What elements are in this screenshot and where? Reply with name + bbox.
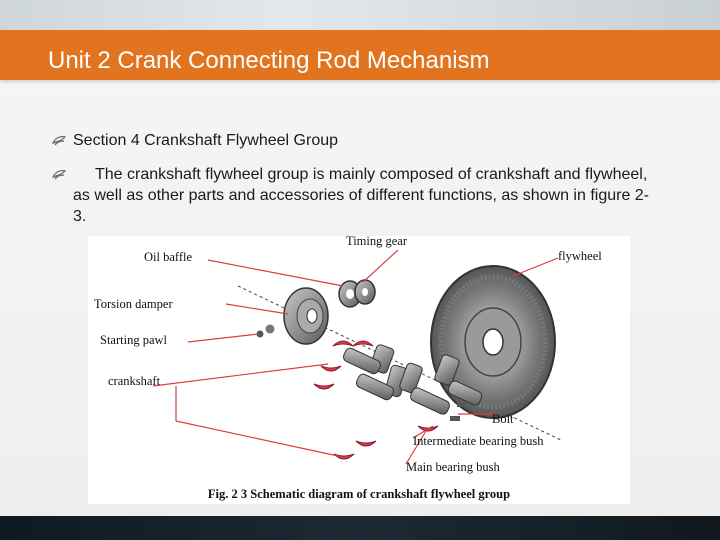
label-bolt: Bolt [492,412,514,426]
slide-title: Unit 2 Crank Connecting Rod Mechanism [48,47,490,74]
label-main-bearing-bush: Main bearing bush [406,460,500,474]
label-starting-pawl: Starting pawl [100,333,168,347]
bullet-text: The crankshaft flywheel group is mainly … [73,166,650,225]
bullet-text: Section 4 Crankshaft Flywheel Group [73,132,339,149]
label-oil-baffle: Oil baffle [144,250,193,264]
title-bar: Unit 2 Crank Connecting Rod Mechanism [0,30,720,80]
top-strip [0,0,720,30]
footer-bar [0,516,720,540]
torsion-damper-part [283,287,329,345]
timing-gear-part [338,279,376,308]
leader-lines [152,249,559,465]
flywheel-part [430,265,556,419]
label-timing-gear: Timing gear [346,234,407,248]
label-flywheel: flywheel [558,249,602,263]
figure-caption: Fig. 2 3 Schematic diagram of crankshaft… [207,487,511,501]
label-torsion-damper: Torsion damper [94,297,173,311]
crankshaft-flywheel-drawing [152,249,564,465]
leaf-bullet-icon [52,136,66,146]
starting-pawl-part [256,324,275,338]
label-intermediate-bearing-bush: Intermediate bearing bush [413,434,544,448]
crankshaft-part [342,344,483,415]
bearing-bush-parts [313,340,439,460]
label-crankshaft: crankshaft [108,374,161,388]
crankshaft-flywheel-figure: Timing gear Oil baffle flywheel Torsion … [88,234,630,504]
bolt-parts [450,403,465,421]
leaf-bullet-icon [52,170,66,180]
